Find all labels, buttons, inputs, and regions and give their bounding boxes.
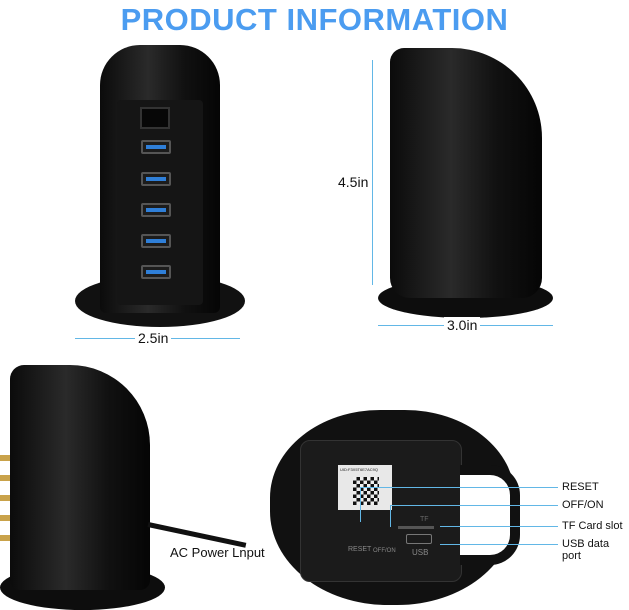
usb-data-port <box>406 534 432 544</box>
charger-rear-view <box>0 365 165 610</box>
serial-text: UID:F3X5T6E7AC9Q <box>340 467 379 472</box>
callout-off-on: OFF/ON <box>562 499 604 511</box>
usb-port <box>141 140 171 154</box>
callout-tf-card-slot: TF Card slot <box>562 520 623 532</box>
callout-reset: RESET <box>562 481 599 493</box>
callout-usb-data-port: USB data port <box>562 538 610 562</box>
charger-side-view <box>378 48 553 318</box>
reset-text: RESET <box>348 546 372 553</box>
height-dimension-line <box>372 60 373 285</box>
tf-card-slot <box>398 526 434 529</box>
usb-text: USB <box>412 548 429 557</box>
ac-power-label: AC Power Lnput <box>170 545 265 560</box>
charger-base-view: UID:F3X5T6E7AC9Q RESET OFF/ON USB TF <box>270 410 520 605</box>
usb-port <box>141 265 171 279</box>
page-title: PRODUCT INFORMATION <box>120 2 509 37</box>
tf-text: TF <box>420 516 429 523</box>
usb-port <box>141 234 171 248</box>
height-label: 4.5in <box>338 172 369 192</box>
charger-front-view <box>75 45 245 330</box>
width-label: 2.5in <box>135 330 172 346</box>
depth-label: 3.0in <box>444 317 481 333</box>
usb-port <box>141 203 171 217</box>
usb-port <box>141 172 171 186</box>
switch-text: OFF/ON <box>373 548 396 554</box>
